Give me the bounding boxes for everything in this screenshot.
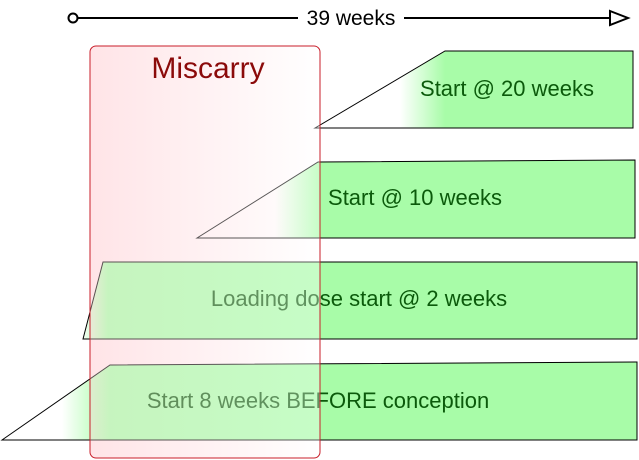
bar-label: Start @ 10 weeks: [328, 185, 502, 210]
timeline-arrow-icon: [609, 9, 631, 27]
bar-start-20-weeks: Start @ 20 weeks: [313, 50, 634, 129]
bar-outline: [0, 361, 638, 441]
bar-outline: [313, 50, 634, 129]
miscarry-label: Miscarry: [151, 52, 264, 85]
bar-label: Start @ 20 weeks: [420, 76, 594, 101]
timeline-start-circle-icon: [67, 12, 79, 24]
timeline: 39 weeks: [67, 7, 631, 30]
timeline-label: 39 weeks: [307, 7, 396, 30]
miscarry-zone: [89, 45, 321, 459]
